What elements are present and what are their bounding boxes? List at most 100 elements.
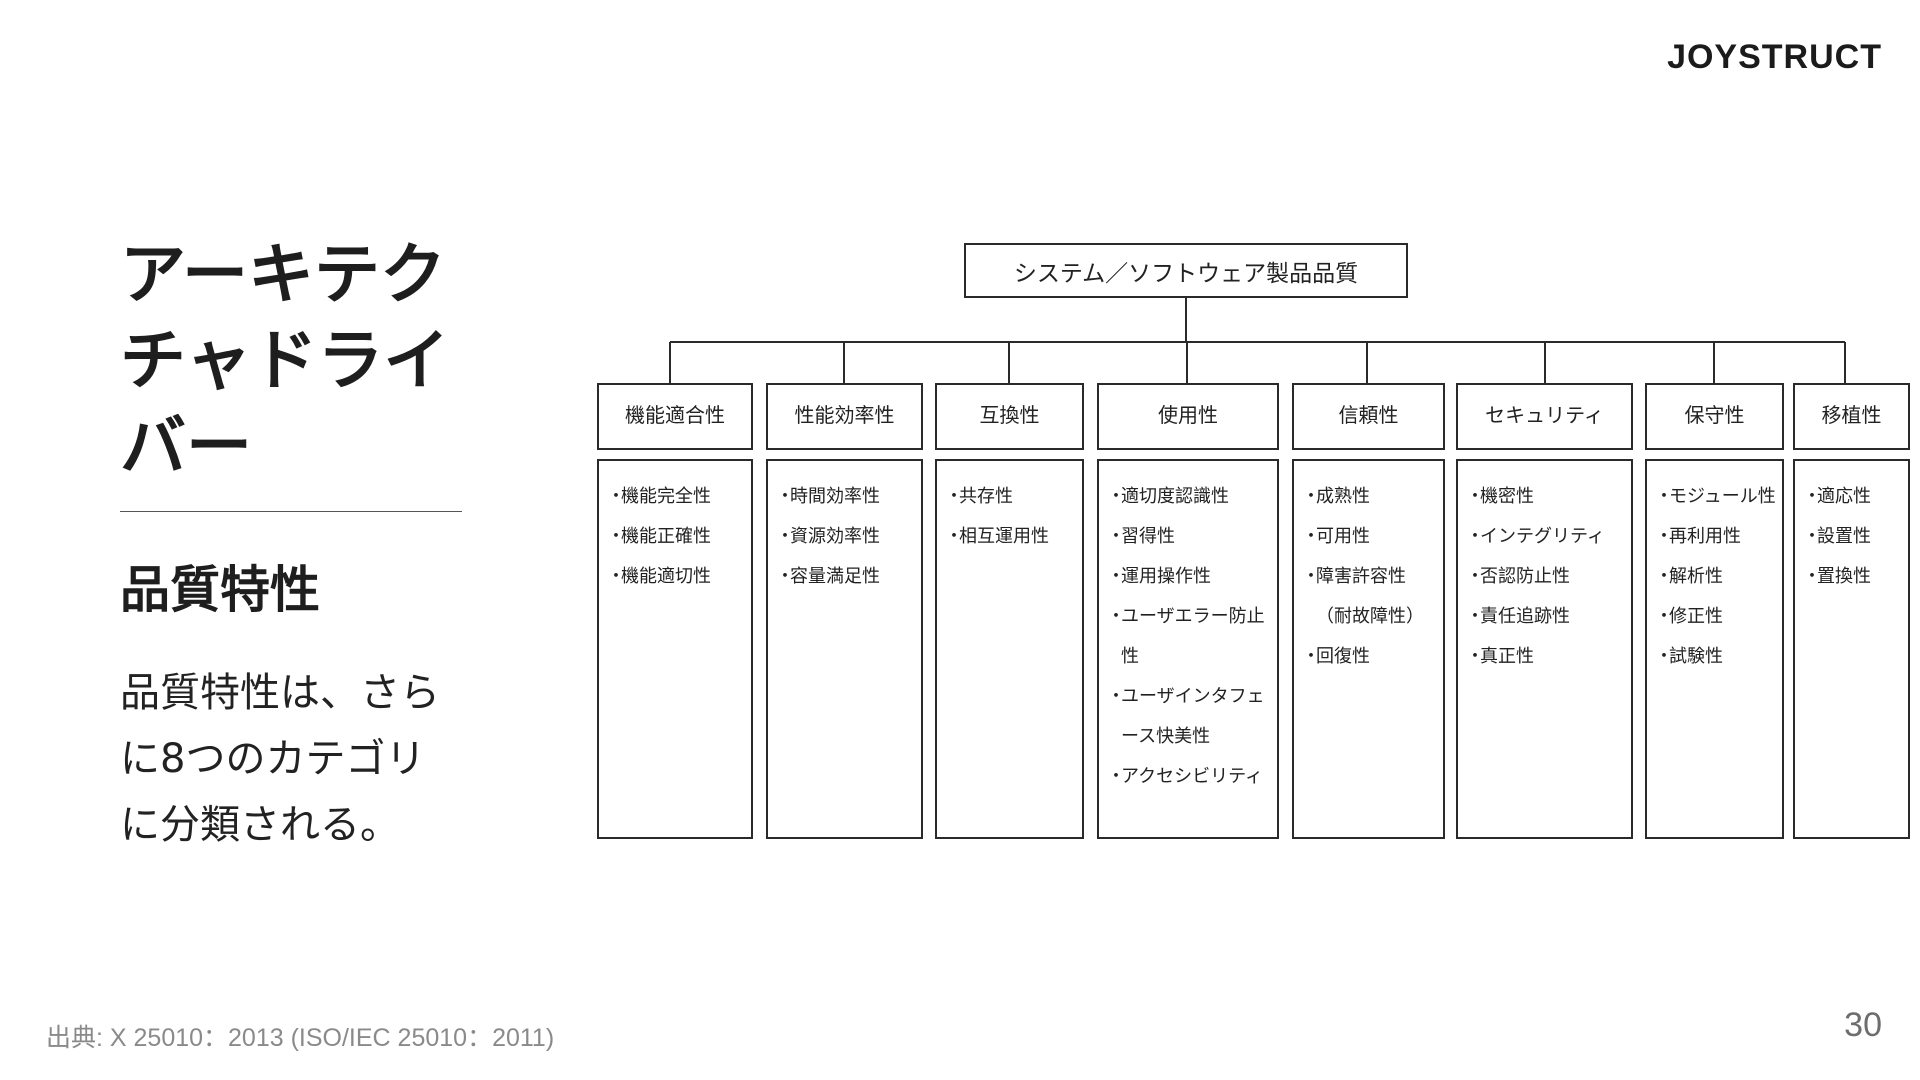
bullet-mark: ・ <box>1107 606 1125 627</box>
category-item: ・修正性 <box>1655 597 1778 637</box>
category-item-label: 機能適切性 <box>621 566 711 587</box>
bullet-mark: ・ <box>1655 486 1673 507</box>
category-item: ・回復性 <box>1302 637 1439 677</box>
category-items-box: ・時間効率性・資源効率性・容量満足性 <box>766 459 923 839</box>
category-header: セキュリティ <box>1456 383 1633 450</box>
category-item: ・共存性 <box>945 477 1078 517</box>
bullet-mark: ・ <box>1302 646 1320 667</box>
category-item: ・適切度認識性 <box>1107 477 1273 517</box>
category-item: ・否認防止性 <box>1466 557 1627 597</box>
category-header: 互換性 <box>935 383 1084 450</box>
category-items-box: ・成熟性・可用性・障害許容性（耐故障性）・回復性 <box>1292 459 1445 839</box>
bullet-mark: ・ <box>1655 606 1673 627</box>
bullet-mark: ・ <box>607 566 625 587</box>
page-title: アーキテクチャドライバー <box>120 236 450 485</box>
bullet-mark: ・ <box>1466 526 1484 547</box>
title-divider <box>120 511 462 512</box>
category-item: ・置換性 <box>1803 557 1904 597</box>
bullet-mark: ・ <box>1466 606 1484 627</box>
category-header: 使用性 <box>1097 383 1279 450</box>
category-item-label: ユーザエラー防止性 <box>1121 606 1265 667</box>
category-item: ・真正性 <box>1466 637 1627 677</box>
category-items-box: ・機能完全性・機能正確性・機能適切性 <box>597 459 753 839</box>
bullet-mark: ・ <box>1107 526 1125 547</box>
category-item: ・ユーザインタフェース快美性 <box>1107 677 1273 757</box>
page-number: 30 <box>1844 1006 1882 1044</box>
category-item-label: 適応性 <box>1817 486 1871 507</box>
category-item: ・適応性 <box>1803 477 1904 517</box>
category-item-label: 共存性 <box>959 486 1013 507</box>
category-item: ・ユーザエラー防止性 <box>1107 597 1273 677</box>
category-item-label: インテグリティ <box>1480 526 1605 547</box>
category-items-box: ・適切度認識性・習得性・運用操作性・ユーザエラー防止性・ユーザインタフェース快美… <box>1097 459 1279 839</box>
category-items-box: ・機密性・インテグリティ・否認防止性・責任追跡性・真正性 <box>1456 459 1633 839</box>
bullet-mark: ・ <box>1107 566 1125 587</box>
category-item-label: 否認防止性 <box>1480 566 1570 587</box>
bullet-mark: ・ <box>1803 566 1821 587</box>
category-header: 信頼性 <box>1292 383 1445 450</box>
category-item-label: 容量満足性 <box>790 566 880 587</box>
bullet-mark: ・ <box>1803 486 1821 507</box>
category-item-label: 可用性 <box>1316 526 1370 547</box>
category-item-label: 習得性 <box>1121 526 1175 547</box>
category-item-label: 真正性 <box>1480 646 1534 667</box>
bullet-mark: ・ <box>1302 486 1320 507</box>
category-item-label: 試験性 <box>1669 646 1723 667</box>
category-item: ・責任追跡性 <box>1466 597 1627 637</box>
bullet-mark: ・ <box>1107 766 1125 787</box>
category-item: ・障害許容性（耐故障性） <box>1302 557 1439 637</box>
company-logo: JOYSTRUCT <box>1667 38 1882 76</box>
category-items-box: ・適応性・設置性・置換性 <box>1793 459 1910 839</box>
category-item: ・運用操作性 <box>1107 557 1273 597</box>
category-item-label: 相互運用性 <box>959 526 1049 547</box>
category-item-label: ユーザインタフェース快美性 <box>1121 686 1265 747</box>
bullet-mark: ・ <box>1655 526 1673 547</box>
category-item-label: アクセシビリティ <box>1121 766 1264 787</box>
category-items-box: ・モジュール性・再利用性・解析性・修正性・試験性 <box>1645 459 1784 839</box>
category-item-label: 適切度認識性 <box>1121 486 1229 507</box>
bullet-mark: ・ <box>1466 646 1484 667</box>
category-item: ・時間効率性 <box>776 477 917 517</box>
category-item: ・機能正確性 <box>607 517 747 557</box>
bullet-mark: ・ <box>1302 526 1320 547</box>
category-item-label: 責任追跡性 <box>1480 606 1570 627</box>
category-item-label: 機能完全性 <box>621 486 711 507</box>
bullet-mark: ・ <box>945 526 963 547</box>
bullet-mark: ・ <box>1655 566 1673 587</box>
category-header: 性能効率性 <box>766 383 923 450</box>
bullet-mark: ・ <box>1107 686 1125 707</box>
bullet-mark: ・ <box>945 486 963 507</box>
bullet-mark: ・ <box>1803 526 1821 547</box>
bullet-mark: ・ <box>1302 566 1320 587</box>
bullet-mark: ・ <box>1466 486 1484 507</box>
description-text: 品質特性は、さらに8つのカテゴリに分類される。 <box>120 670 440 848</box>
category-item: ・機能完全性 <box>607 477 747 517</box>
category-item-label: 置換性 <box>1817 566 1871 587</box>
bullet-mark: ・ <box>1655 646 1673 667</box>
bullet-mark: ・ <box>607 526 625 547</box>
bullet-mark: ・ <box>776 566 794 587</box>
category-item-label: 資源効率性 <box>790 526 880 547</box>
category-items-box: ・共存性・相互運用性 <box>935 459 1084 839</box>
bullet-mark: ・ <box>1107 486 1125 507</box>
category-item: ・再利用性 <box>1655 517 1778 557</box>
category-item: ・インテグリティ <box>1466 517 1627 557</box>
category-item: ・機密性 <box>1466 477 1627 517</box>
category-item: ・容量満足性 <box>776 557 917 597</box>
category-header: 移植性 <box>1793 383 1910 450</box>
category-item: ・アクセシビリティ <box>1107 757 1273 797</box>
category-header: 保守性 <box>1645 383 1784 450</box>
category-item-label: 障害許容性（耐故障性） <box>1316 566 1424 627</box>
category-item-label: 回復性 <box>1316 646 1370 667</box>
category-item-label: 設置性 <box>1817 526 1871 547</box>
category-item-label: 解析性 <box>1669 566 1723 587</box>
bullet-mark: ・ <box>607 486 625 507</box>
category-item-label: 機能正確性 <box>621 526 711 547</box>
category-item-label: 修正性 <box>1669 606 1723 627</box>
category-item-label: 機密性 <box>1480 486 1534 507</box>
bullet-mark: ・ <box>776 526 794 547</box>
category-item-label: 運用操作性 <box>1121 566 1211 587</box>
category-item: ・相互運用性 <box>945 517 1078 557</box>
category-item-label: モジュール性 <box>1669 486 1776 507</box>
